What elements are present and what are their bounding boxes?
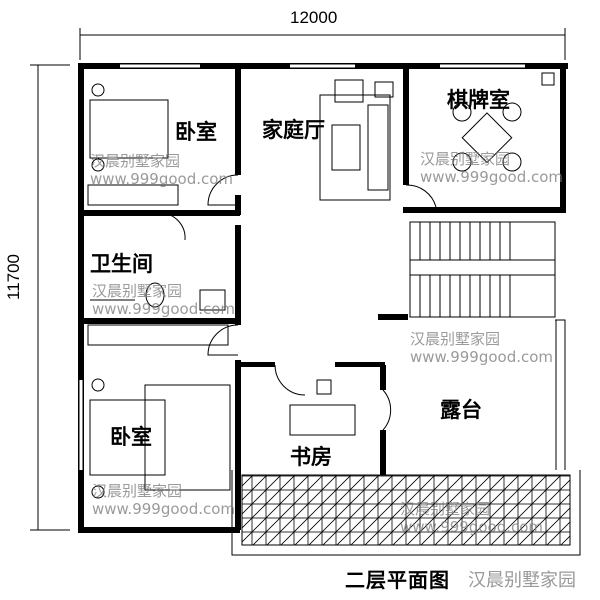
- room-label-bedroom-bottom: 卧室: [110, 425, 152, 449]
- chess-table: [461, 112, 513, 164]
- sink: [199, 289, 226, 311]
- room-label-chess-room: 棋牌室: [447, 88, 510, 112]
- room-label-study: 书房: [290, 445, 332, 469]
- door-bedroom-top: [207, 174, 239, 206]
- room-label-bathroom: 卫生间: [90, 252, 153, 276]
- plan-title: 二层平面图: [345, 568, 450, 592]
- wardrobe-bottom: [87, 324, 229, 346]
- door-bathroom: [159, 212, 186, 241]
- balcony: [241, 474, 571, 546]
- desk: [289, 404, 356, 436]
- toilet: [145, 282, 165, 308]
- bed-top: [89, 99, 169, 159]
- chair: [316, 379, 332, 395]
- door-terrace: [382, 389, 392, 431]
- room-label-terrace: 露台: [440, 398, 482, 422]
- height-dimension: 11700: [4, 253, 23, 300]
- room-label-bedroom-top: 卧室: [175, 120, 217, 144]
- wardrobe-top: [87, 184, 179, 206]
- door-study: [274, 364, 306, 396]
- staircase: [409, 221, 556, 318]
- width-dimension: 12000: [290, 8, 338, 27]
- room-label-family-hall: 家庭厅: [262, 118, 325, 142]
- watermark-caption: 汉晨别墅家园: [468, 570, 576, 591]
- door-bedroom-bottom: [207, 324, 239, 356]
- sofa-area: [319, 94, 391, 201]
- bed-bottom: [89, 399, 166, 476]
- door-chess-room: [405, 184, 437, 208]
